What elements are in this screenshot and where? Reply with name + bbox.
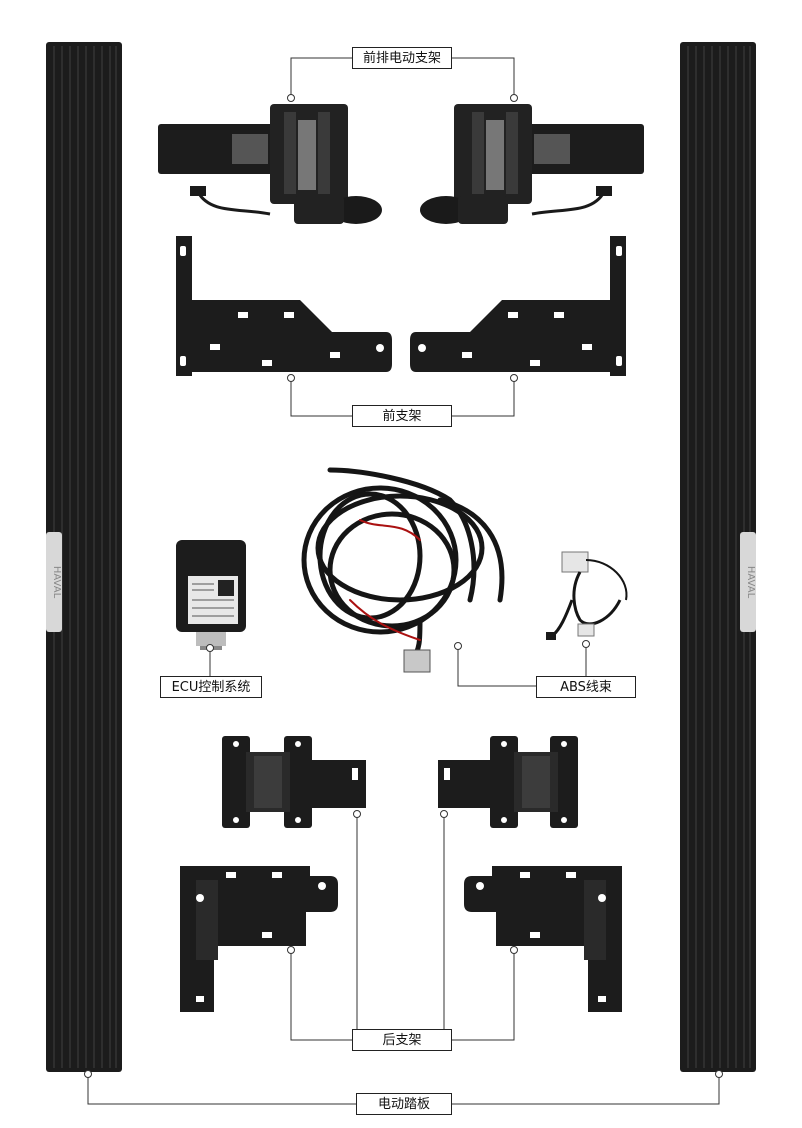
- label-front-electric-bracket: 前排电动支架: [352, 47, 452, 69]
- running-board-left: HAVAL: [46, 42, 122, 1072]
- board-brand-right: HAVAL: [745, 566, 756, 599]
- leader-dots: [84, 94, 723, 1078]
- ecu-module: [176, 540, 246, 650]
- label-abs-harness: ABS线束: [536, 676, 636, 698]
- rear-plate-left: [178, 866, 338, 1012]
- label-ecu-system: ECU控制系统: [160, 676, 262, 698]
- board-brand-left: HAVAL: [51, 566, 62, 599]
- front-plate-left: [176, 236, 392, 376]
- rear-hinge-right: [438, 736, 578, 828]
- abs-cable: [546, 551, 628, 640]
- front-plate-right: [410, 236, 626, 376]
- label-front-bracket: 前支架: [352, 405, 452, 427]
- running-board-right: HAVAL: [680, 42, 756, 1072]
- label-electric-step: 电动踏板: [356, 1093, 452, 1115]
- motor-hinge-left: [158, 104, 382, 224]
- wire-harness: [301, 467, 505, 673]
- motor-hinge-right: [420, 104, 644, 224]
- label-rear-bracket: 后支架: [352, 1029, 452, 1051]
- rear-hinge-left: [222, 736, 366, 828]
- rear-plate-right: [464, 866, 624, 1012]
